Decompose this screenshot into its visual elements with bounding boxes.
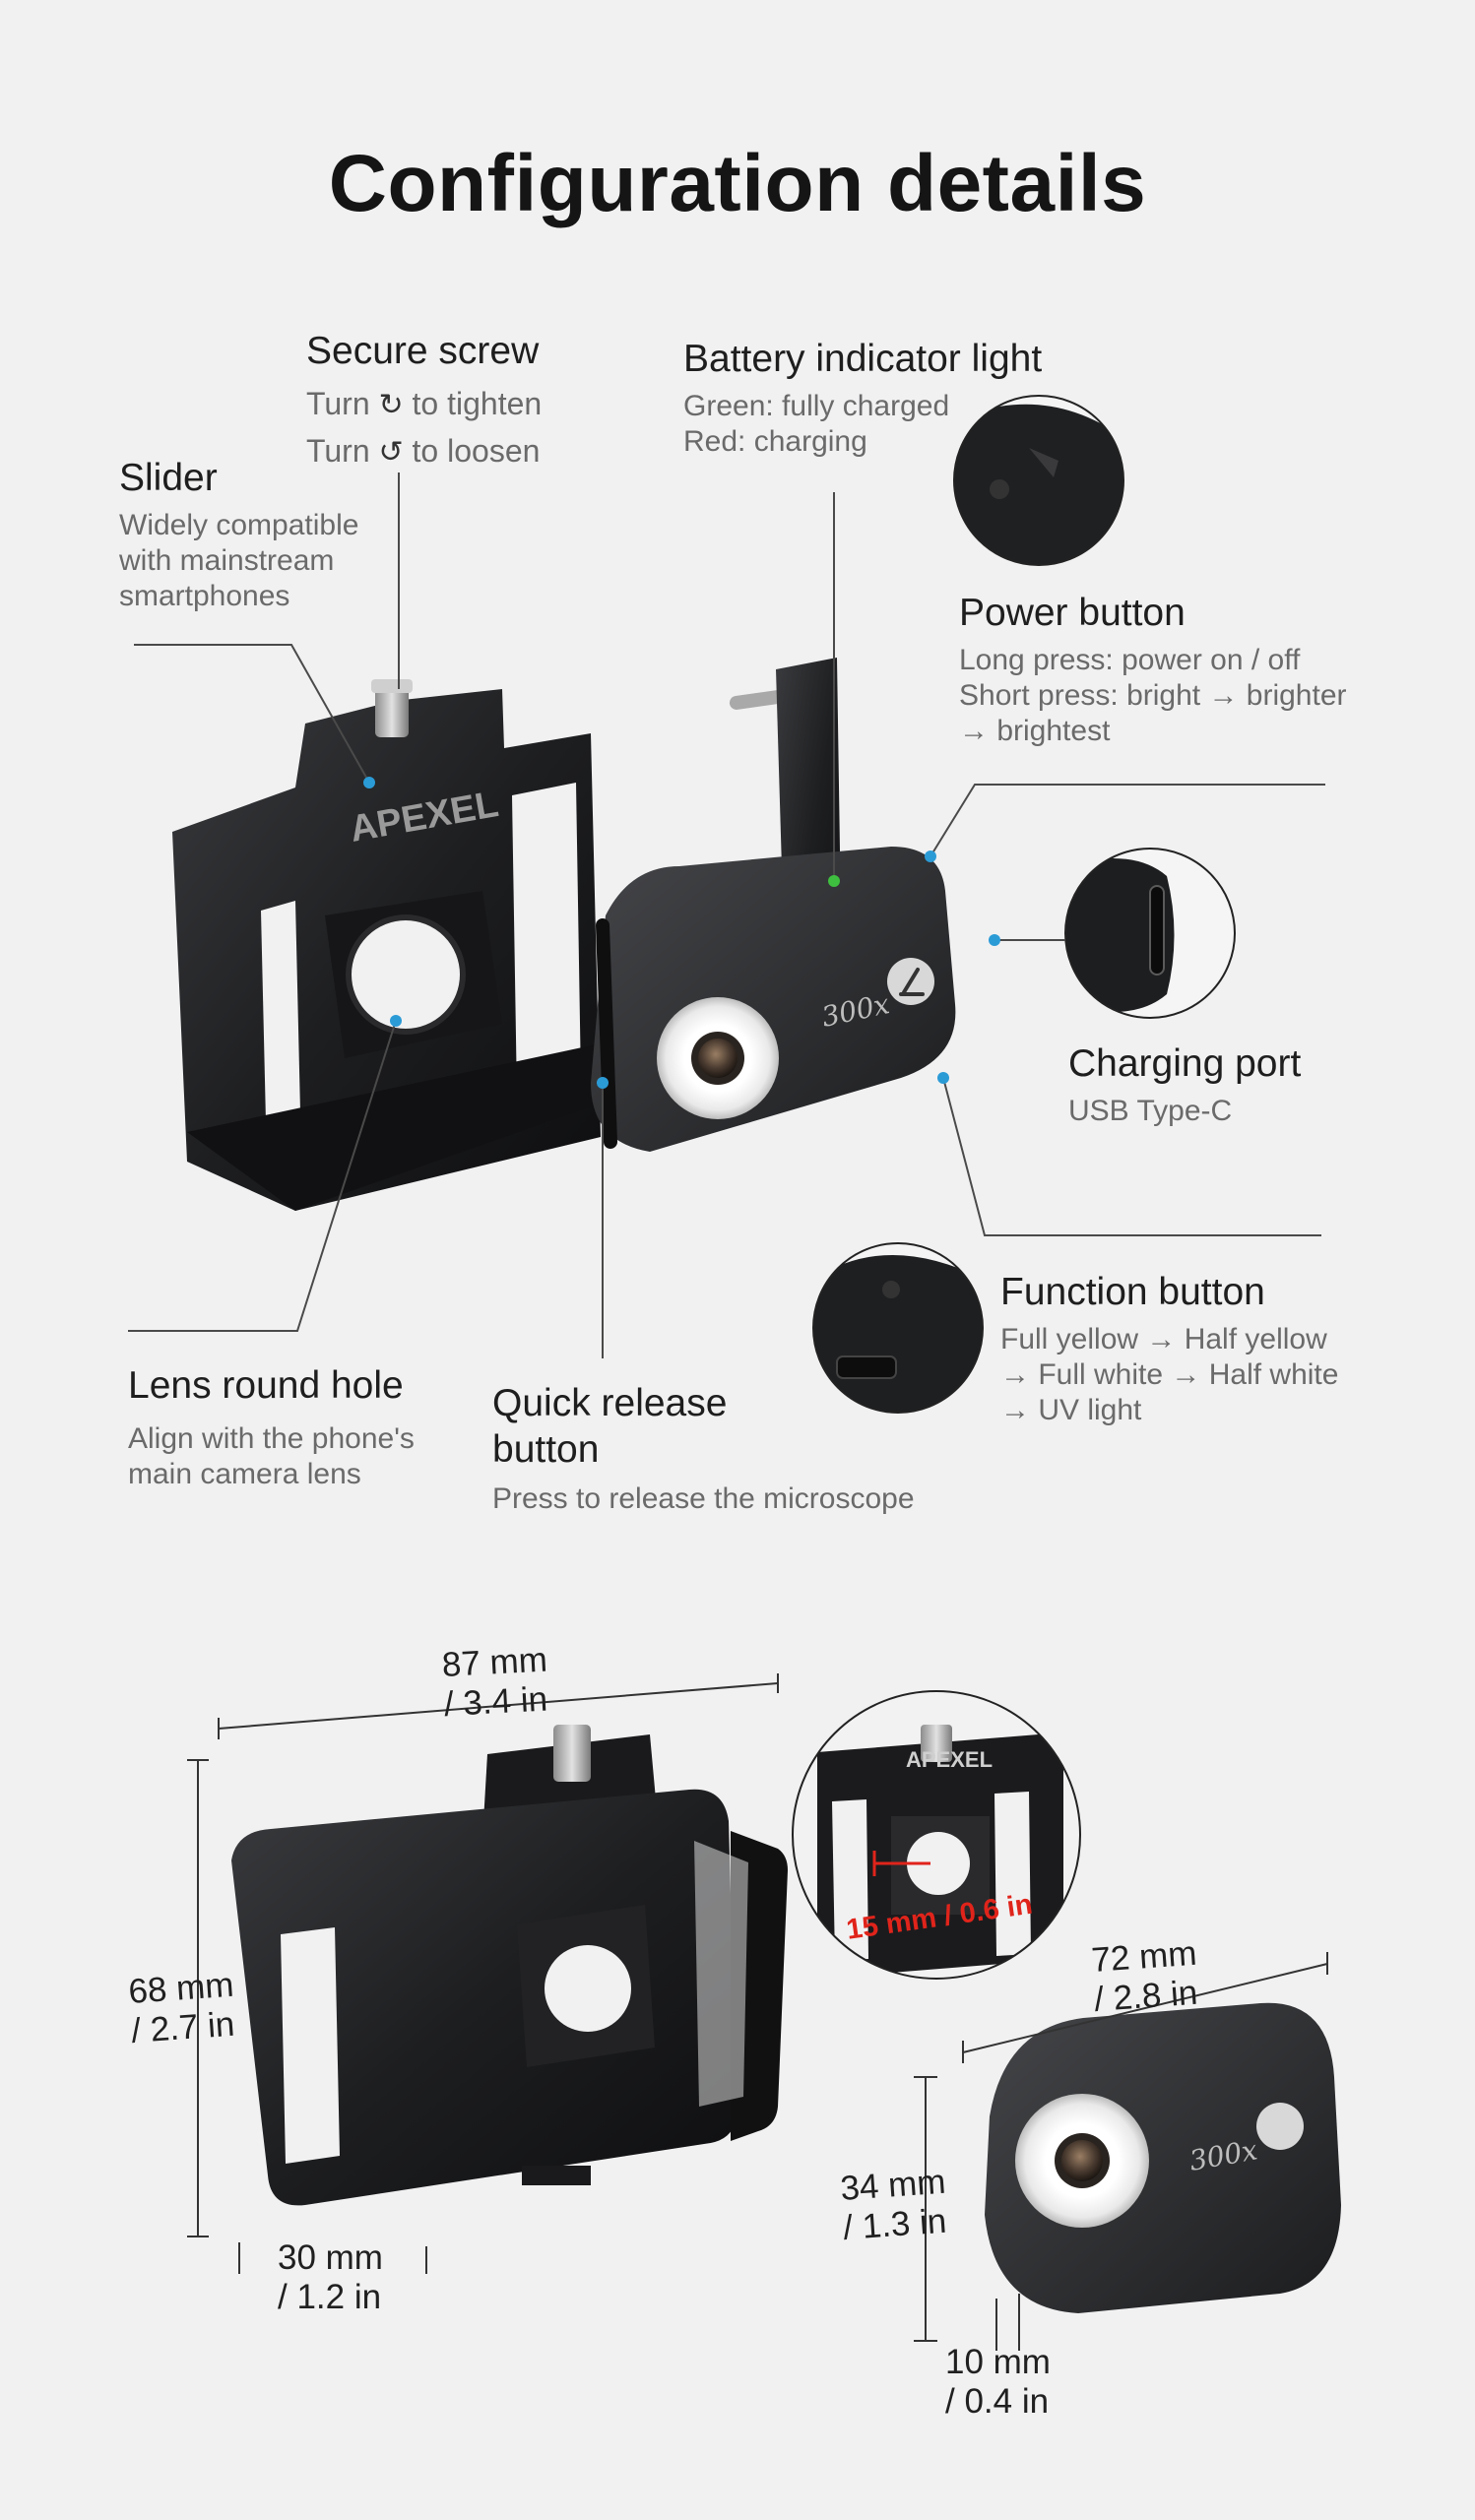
clockwise-arrow-icon: ↻ [378,388,404,421]
slider-desc-line: Widely compatible [119,508,359,541]
dimension-scope-depth: 10 mm / 0.4 in [945,2343,1051,2421]
slider-desc-line: smartphones [119,579,290,612]
battery-indicator-desc-line: Green: fully charged [683,389,950,422]
dimension-clip-width: 87 mm / 3.4 in [440,1640,548,1724]
clip-dimension-illustration [231,1725,788,2206]
counterclockwise-arrow-icon: ↺ [378,435,404,469]
quick-release-title-line: Quick release [492,1382,728,1424]
feature-power-button: Power button Long press: power on / off … [959,591,1347,749]
battery-indicator-title: Battery indicator light [683,338,1043,380]
page-title: Configuration details [328,139,1147,228]
dimension-lines [187,1673,1328,2351]
battery-light-closeup [954,396,1123,565]
function-button-desc-line: Full yellow → Half yellow [1000,1322,1327,1355]
lens-round-hole-title: Lens round hole [128,1364,404,1407]
power-button-desc-line: → brightest [959,714,1111,747]
function-button-desc-line: → Full white → Half white [1000,1357,1339,1391]
function-button-closeup [813,1243,983,1413]
feature-battery-indicator: Battery indicator light Green: fully cha… [683,337,1042,460]
function-button-title: Function button [1000,1271,1265,1313]
function-button-desc-line: → UV light [1000,1393,1142,1426]
dimension-clip-depth: 30 mm / 1.2 in [278,2238,383,2316]
charging-port-title: Charging port [1068,1042,1302,1085]
slider-title: Slider [119,457,218,499]
secure-screw-loosen-line: Turn ↺ to loosen [306,432,541,469]
feature-secure-screw: Secure screw Turn ↻ to tighten Turn ↺ to… [306,329,542,475]
dimension-scope-width: 72 mm / 2.8 in [1090,1933,1199,2019]
dimension-scope-height: 34 mm / 1.3 in [839,2162,948,2247]
quick-release-desc-line: Press to release the microscope [492,1481,915,1515]
microscope-dimension-illustration: 300x [985,2002,1341,2313]
power-button-title: Power button [959,592,1186,634]
secure-screw-title: Secure screw [306,330,540,372]
feature-function-button: Function button Full yellow → Half yello… [1000,1270,1338,1428]
microscope-icon [899,968,925,996]
power-button-desc-line: Short press: bright → brighter [959,678,1347,712]
lens-round-hole-desc-line: Align with the phone's [128,1421,415,1455]
lens-round-hole-desc-line: main camera lens [128,1457,361,1490]
battery-indicator-desc-line: Red: charging [683,424,867,458]
quick-release-title-line: button [492,1427,600,1471]
feature-quick-release-button: Quick release button Press to release th… [492,1381,915,1517]
feature-slider: Slider Widely compatible with mainstream… [119,456,358,614]
microscope-illustration: 300x [591,847,956,1152]
secure-screw-tighten-line: Turn ↻ to tighten [306,385,543,421]
charging-port-closeup [1065,849,1235,1018]
phone-clip-illustration: APEXEL [172,658,843,1211]
dimension-clip-height: 68 mm / 2.7 in [127,1965,236,2050]
closeup-brand-text: APEXEL [906,1747,993,1772]
callout-dots [363,777,1000,1089]
feature-charging-port: Charging port USB Type-C [1068,1041,1301,1129]
power-button-desc-line: Long press: power on / off [959,643,1301,676]
callout-leader-lines [128,472,1325,1358]
charging-port-desc-line: USB Type-C [1068,1094,1233,1127]
feature-lens-round-hole: Lens round hole Align with the phone's m… [128,1363,415,1492]
slider-desc-line: with mainstream [119,543,335,577]
hole-size-closeup: APEXEL [793,1691,1080,1979]
